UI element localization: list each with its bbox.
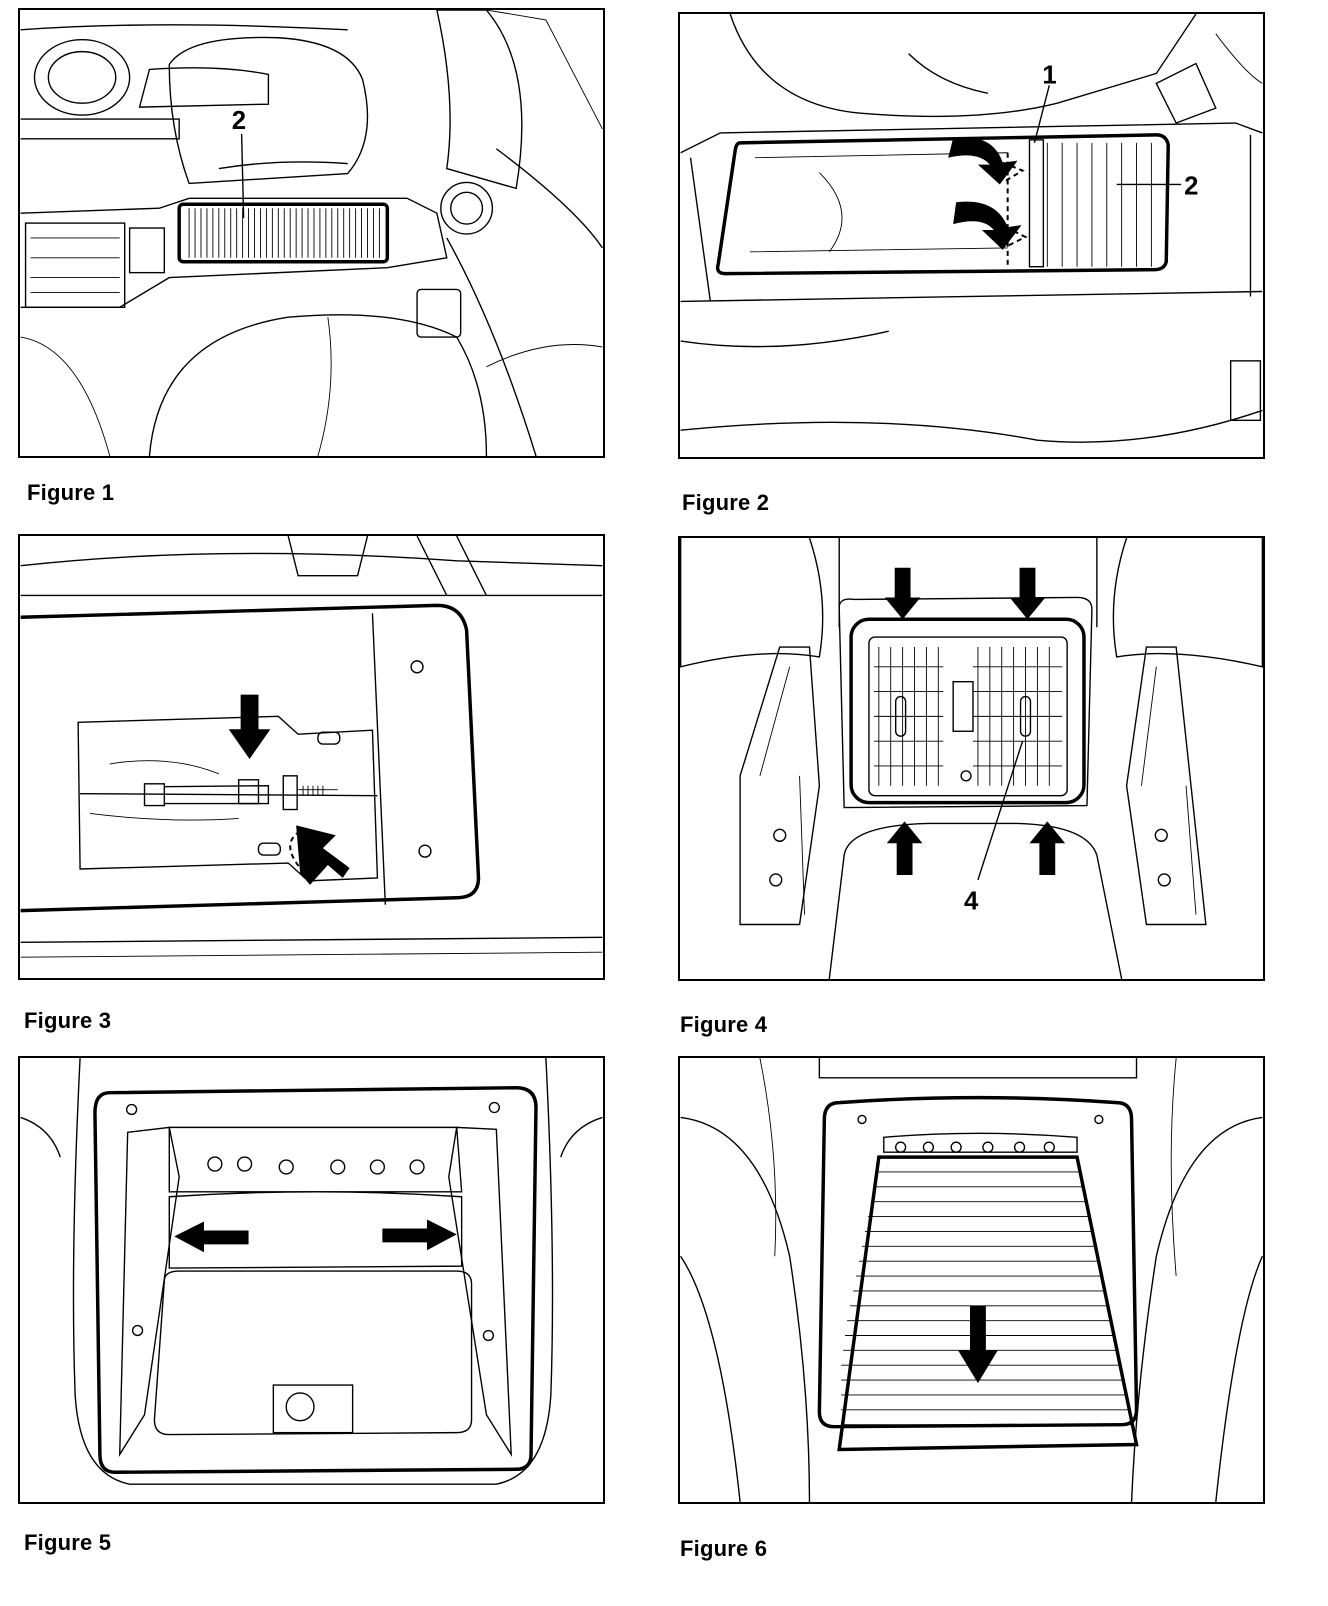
- figure-3-caption: Figure 3: [24, 1008, 112, 1033]
- figure-4-illustration: 4: [678, 536, 1265, 981]
- bin-fasteners: [207, 1156, 425, 1175]
- bin-fasteners: [894, 1141, 1055, 1153]
- callout-4: 4: [964, 888, 979, 916]
- figure-1-illustration: 2: [18, 8, 605, 458]
- rear-vent-removal-drawing: 4: [680, 538, 1263, 979]
- figure-5-caption: Figure 5: [24, 1530, 112, 1555]
- callout-2: 2: [1184, 172, 1198, 200]
- roll-cover-withdraw-drawing: [680, 1058, 1263, 1502]
- console-bin-disassembly-drawing: [20, 1058, 603, 1485]
- figure-1-caption: Figure 1: [27, 480, 115, 505]
- cable-detach-drawing: [20, 536, 603, 958]
- callout-1: 1: [1042, 61, 1056, 89]
- roll-cover-slats: [1046, 142, 1152, 267]
- figure-2-caption: Figure 2: [682, 490, 770, 515]
- figure-4-caption: Figure 4: [680, 1012, 768, 1037]
- console-roll-cover-drawing: 2: [20, 10, 603, 456]
- roll-cover-slats: [188, 208, 380, 258]
- callout-2: 2: [232, 107, 246, 135]
- vent-grille: [873, 647, 1063, 786]
- figure-6-caption: Figure 6: [680, 1536, 768, 1561]
- figure-6-illustration: [678, 1056, 1265, 1504]
- figure-2-illustration: 1 2: [678, 12, 1265, 459]
- roll-cover-removal-drawing: 1 2: [680, 14, 1263, 443]
- figure-5-illustration: [18, 1056, 605, 1504]
- figure-3-illustration: [18, 534, 605, 980]
